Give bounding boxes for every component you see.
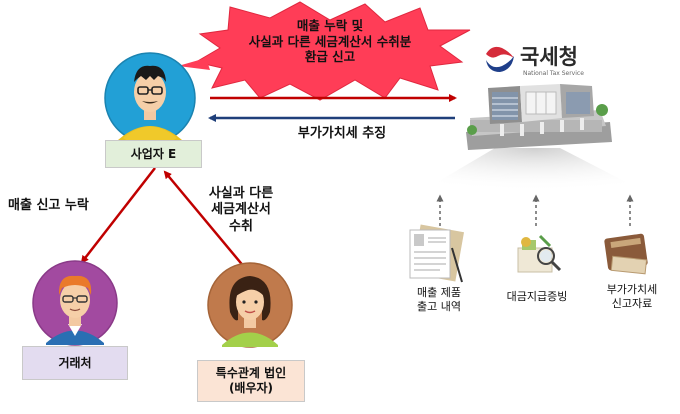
sales-records-icon: [409, 224, 465, 283]
business-owner-avatar: [104, 52, 196, 144]
arrow-from-related: [163, 170, 246, 269]
arrow-to-client: [80, 167, 156, 264]
callout-text: 매출 누락 및 사실과 다른 세금계산서 수취분 환급 신고: [248, 18, 412, 65]
callout-tail: [178, 58, 210, 70]
client-avatar: [32, 260, 118, 346]
agency-emblem: [484, 42, 516, 74]
agency-name-en: National Tax Service: [523, 70, 584, 77]
agency-name: 국세청: [520, 45, 578, 69]
evidence-label-payment-proof: 대금지급증빙: [506, 290, 568, 303]
spouse-avatar: [207, 262, 293, 348]
edge-label-false-invoice: 사실과 다른 세금계산서 수취: [208, 186, 274, 234]
agency-building: [466, 84, 612, 150]
client-label: 거래처: [22, 346, 128, 380]
spotlight: [390, 148, 680, 210]
vat-filing-icon: [604, 233, 648, 275]
related-party-label: 특수관계 법인 (배우자): [197, 360, 305, 402]
edge-label-sales-omission: 매출 신고 누락: [8, 198, 89, 213]
edge-label-vat-collection: 부가가치세 추징: [297, 126, 387, 141]
business-owner-label: 사업자 E: [105, 140, 202, 168]
evidence-label-vat-filing: 부가가치세 신고자료: [606, 283, 658, 310]
evidence-label-sales-records: 매출 제품 출고 내역: [417, 286, 461, 313]
payment-proof-icon: [517, 234, 562, 273]
